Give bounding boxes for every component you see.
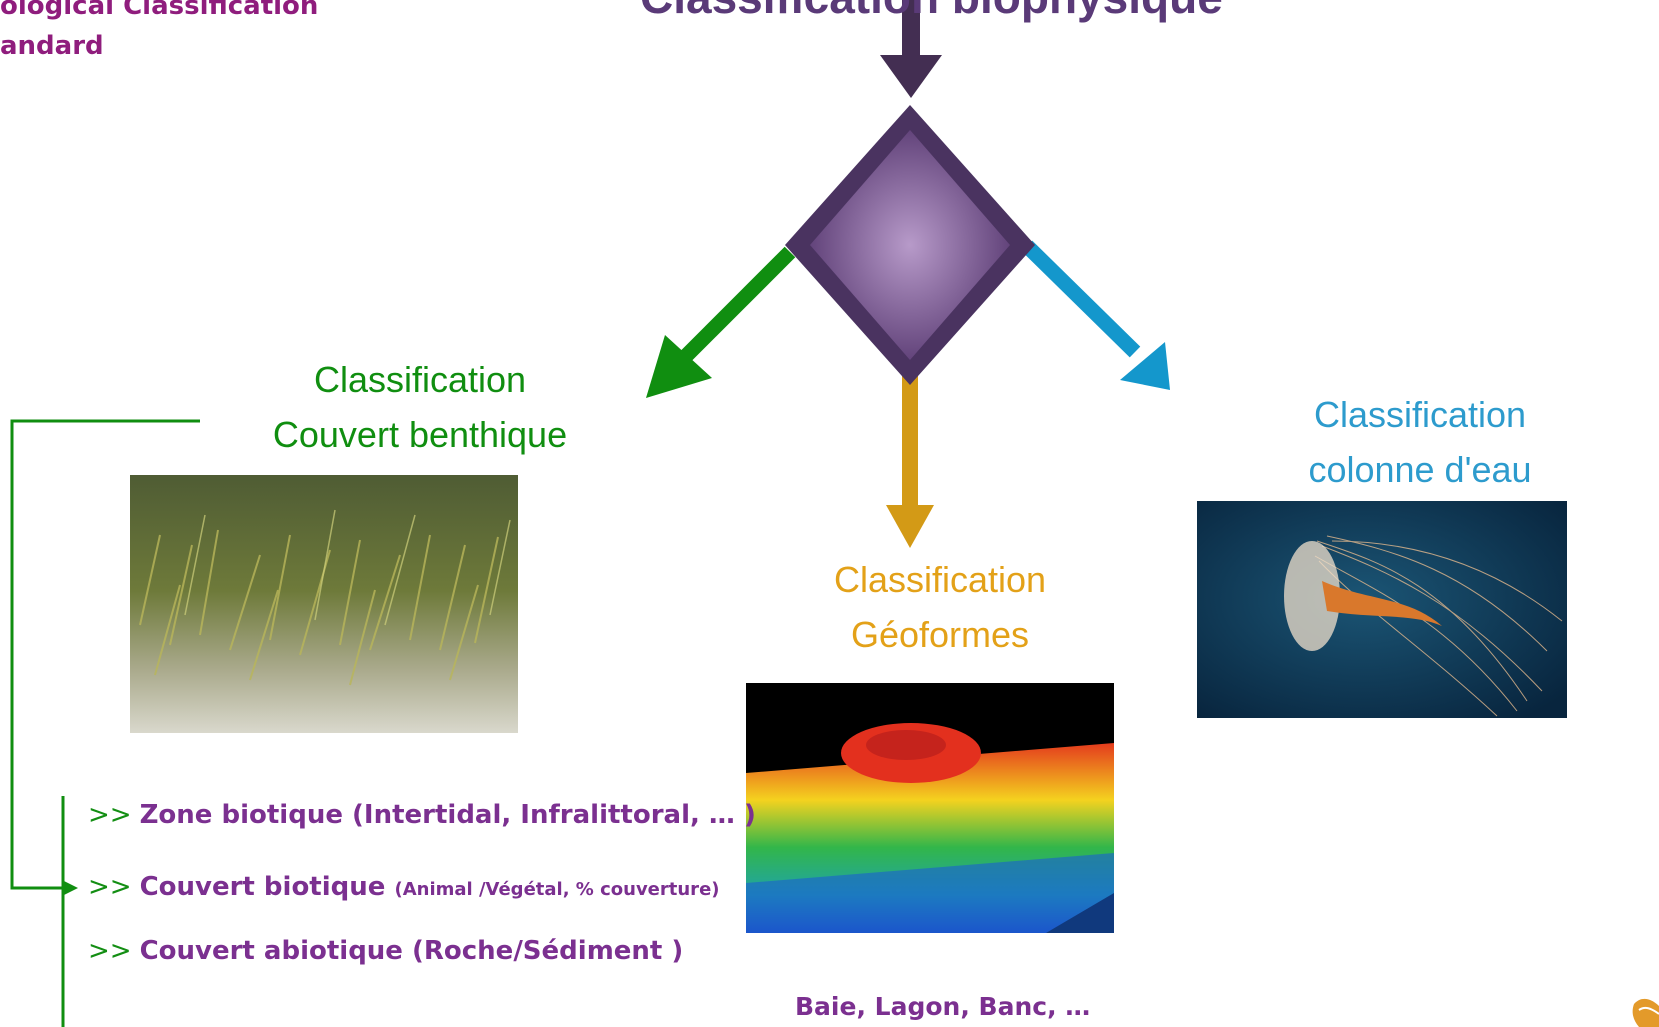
main-title: Classification biophysique <box>640 0 1223 24</box>
benthic-title: Classification Couvert benthique <box>180 352 660 462</box>
corner-title-line2: andard <box>0 31 104 61</box>
corner-logo-icon <box>1619 994 1659 1027</box>
benthic-title-line2: Couvert benthique <box>272 414 568 455</box>
classification-diamond <box>785 105 1035 385</box>
detail-prefix: >> <box>88 936 132 966</box>
geoforms-title-line1: Classification <box>833 559 1047 600</box>
detail-prefix: >> <box>88 872 132 902</box>
detail-prefix: >> <box>88 800 132 830</box>
benthic-bracket <box>10 419 200 1027</box>
detail-biotic-cover: >>Couvert biotique (Animal /Végétal, % c… <box>88 872 720 902</box>
water-column-arrow <box>1021 240 1170 390</box>
geoforms-title: Classification Géoformes <box>720 552 1160 662</box>
geoform-caption: Baie, Lagon, Banc, … <box>795 992 1091 1021</box>
benthic-arrow <box>646 246 796 398</box>
water-column-title: Classification colonne d'eau <box>1190 387 1650 497</box>
seagrass-photo <box>130 475 518 733</box>
water-column-title-line1: Classification <box>1313 394 1527 435</box>
geoforms-title-line2: Géoformes <box>850 614 1030 655</box>
corner-title: ological Classification andard <box>0 0 318 66</box>
detail-text: Couvert abiotique (Roche/Sédiment ) <box>139 936 684 966</box>
detail-text: Couvert biotique <box>139 872 386 902</box>
detail-text: Zone biotique (Intertidal, Infralittoral… <box>139 800 756 830</box>
detail-biotic-zone: >>Zone biotique (Intertidal, Infralittor… <box>88 800 756 830</box>
top-arrow <box>880 0 942 98</box>
detail-note: (Animal /Végétal, % couverture) <box>394 879 720 900</box>
water-column-title-line2: colonne d'eau <box>1308 449 1532 490</box>
corner-title-line1: ological Classification <box>0 0 319 21</box>
jellyfish-photo <box>1197 501 1567 718</box>
geoforms-arrow <box>886 372 934 548</box>
bathymetry-photo <box>746 683 1114 933</box>
detail-abiotic-cover: >>Couvert abiotique (Roche/Sédiment ) <box>88 936 683 966</box>
benthic-title-line1: Classification <box>313 359 527 400</box>
